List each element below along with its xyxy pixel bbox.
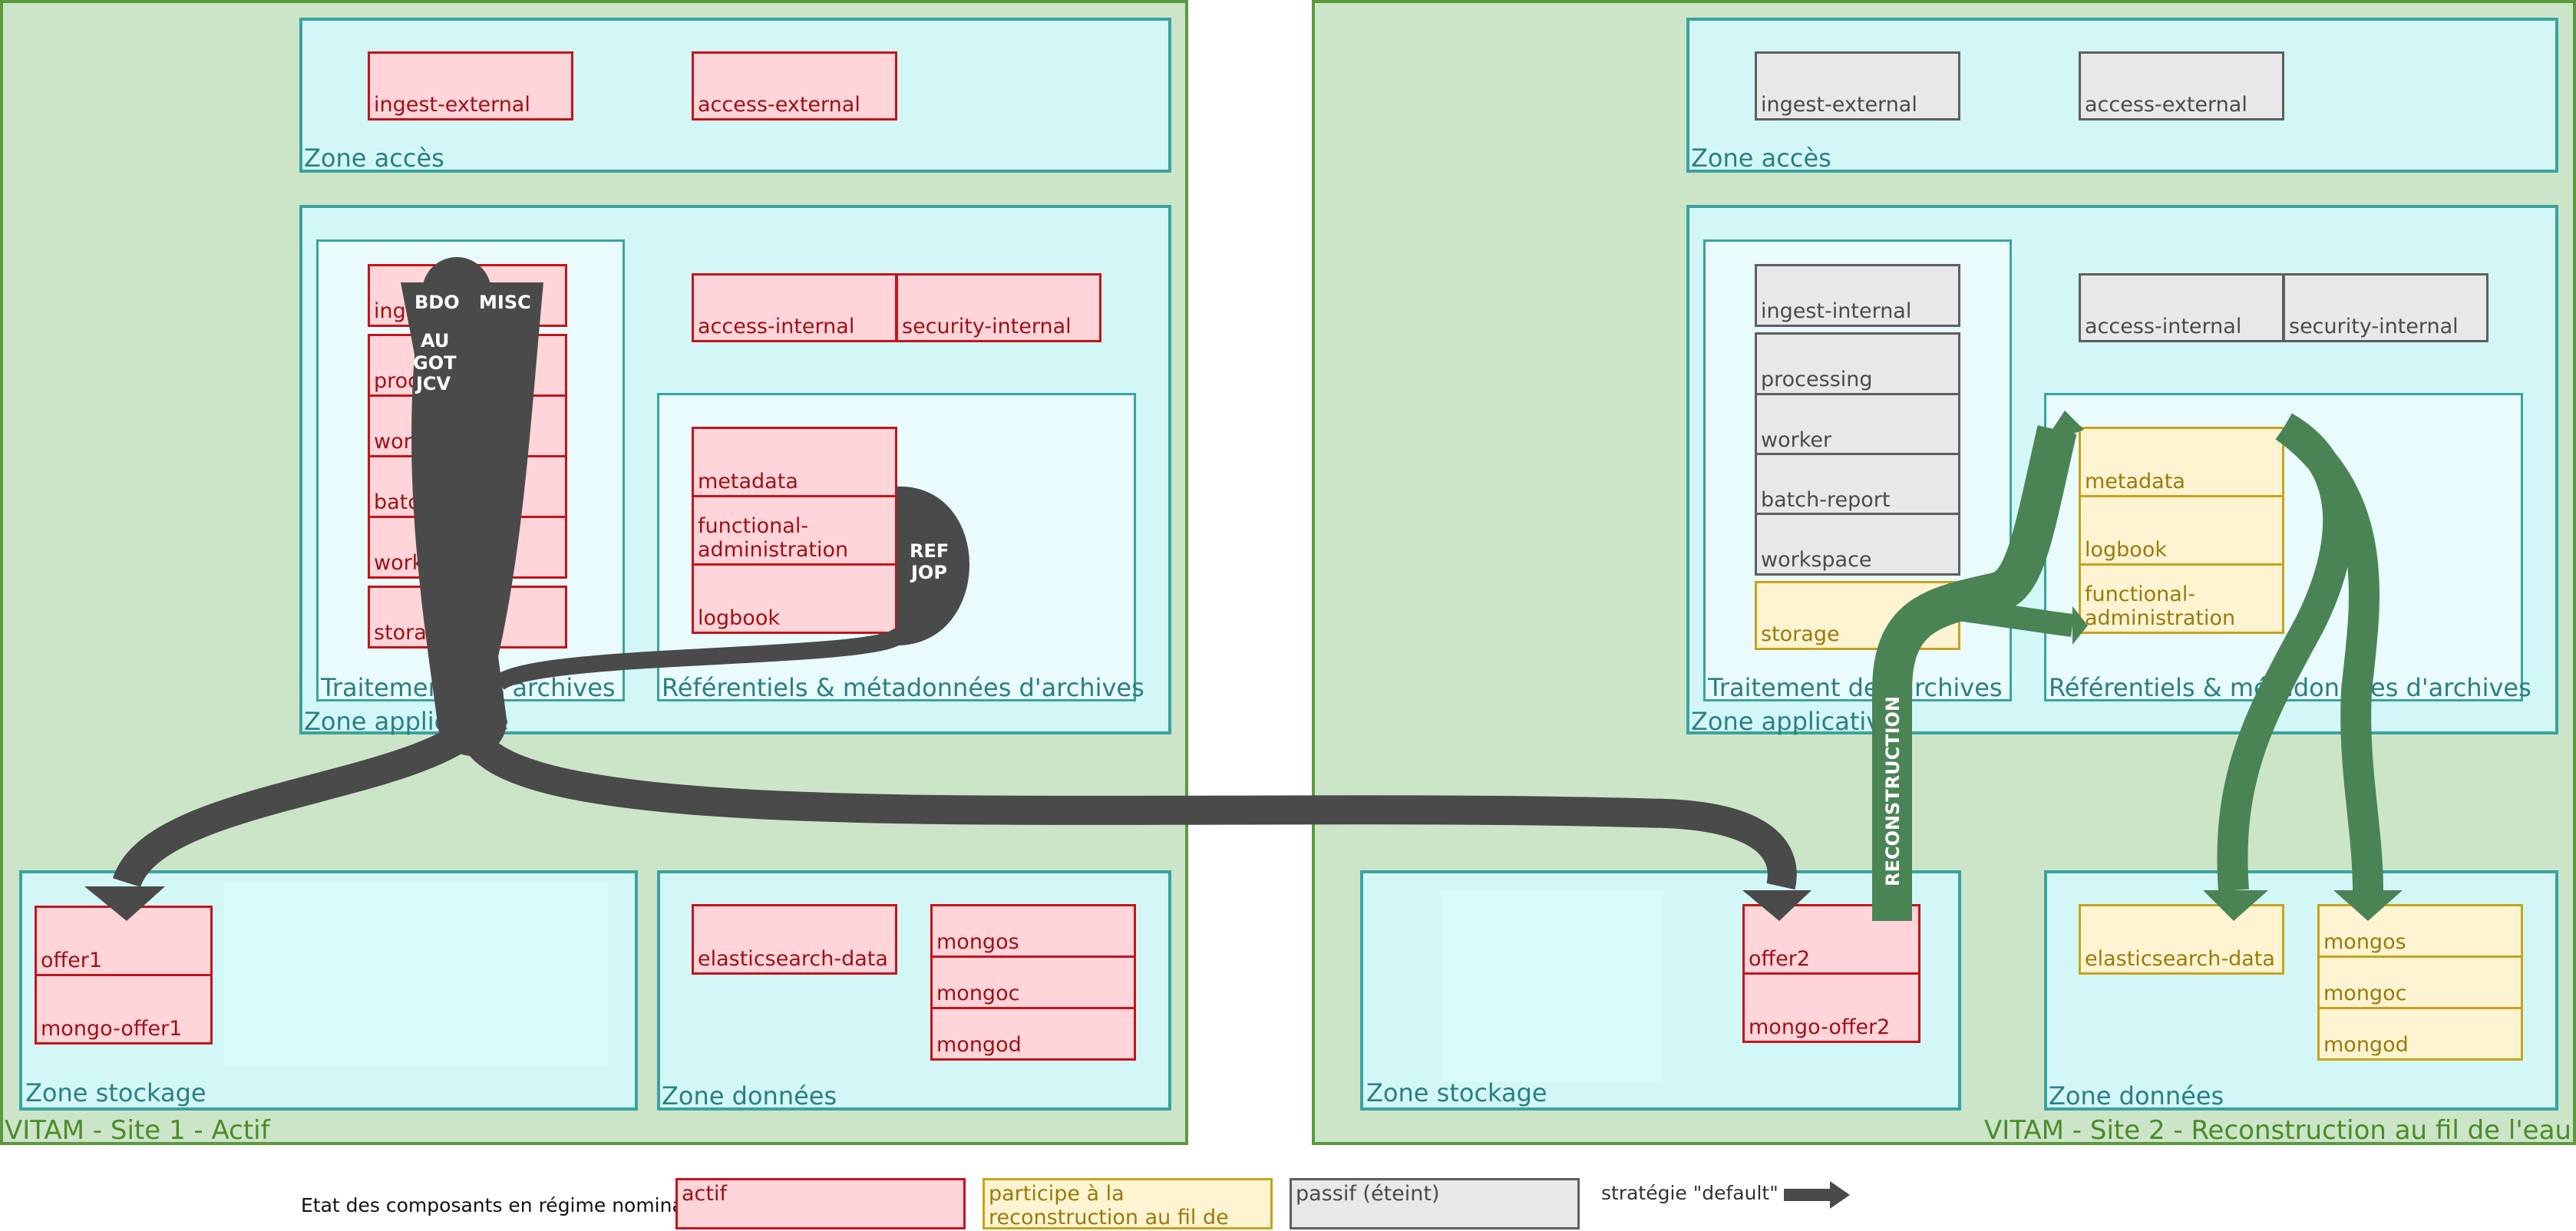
site-1-zone-applicative-label: Zone applicative (304, 707, 509, 736)
site-2-offer: offer2 (1742, 904, 1920, 975)
site-2-ingest-internal: ingest-internal (1755, 264, 1960, 327)
legend-actif: actif (675, 1178, 966, 1229)
site-2-processing: processing (1755, 332, 1960, 395)
legend-reconstruction: participe à la reconstruction au fil de … (983, 1178, 1273, 1229)
site-2-mongo-offer: mongo-offer2 (1742, 972, 1920, 1043)
site-2-storage: storage (1755, 581, 1960, 650)
site-2-mongoc: mongoc (2317, 955, 2523, 1009)
site-1-processing: processing (368, 334, 567, 397)
site-2-zone-applicative-label: Zone applicative (1691, 707, 1896, 736)
site-1-batch-report: batch-report (368, 455, 567, 518)
site-2-mongos: mongos (2317, 904, 2523, 958)
site-2-title: VITAM - Site 2 - Reconstruction au fil d… (1983, 1115, 2571, 1146)
site-1-stockage-inner (224, 883, 608, 1067)
site-1-access-internal: access-internal (692, 273, 897, 342)
site-1-title: VITAM - Site 1 - Actif (5, 1115, 270, 1146)
site-2-zone-acces-label: Zone accès (1691, 144, 1831, 173)
site-2-zone-stockage-label: Zone stockage (1366, 1078, 1547, 1107)
site-1-zone-donnees-label: Zone données (662, 1081, 837, 1111)
site-1-mongod: mongod (930, 1007, 1136, 1061)
site-1-zone-acces-label: Zone accès (304, 144, 444, 173)
site-2-batch-report: batch-report (1755, 453, 1960, 516)
site-1-offer: offer1 (35, 906, 213, 976)
site-1-metadata: metadata (692, 427, 897, 497)
site-1-zone-stockage-label: Zone stockage (25, 1078, 206, 1107)
site-2-access-internal: access-internal (2079, 273, 2284, 342)
site-1-mongo-offer: mongo-offer1 (35, 974, 213, 1045)
site-2-ingest-external: ingest-external (1755, 51, 1960, 120)
site-1-functional-administration: functional-administration (692, 495, 897, 566)
site-2-referentiels-label: Référentiels & métadonnées d'archives (2049, 673, 2531, 702)
site-1-elasticsearch-data: elasticsearch-data (692, 904, 897, 975)
site-2-workspace: workspace (1755, 513, 1960, 576)
legend-strategy: stratégie "default" (1601, 1182, 1778, 1204)
site-1-ingest-external: ingest-external (368, 51, 573, 120)
site-1-workspace: workspace (368, 516, 567, 579)
site-1-mongoc: mongoc (930, 955, 1136, 1009)
site-2-functional-administration: functional-administration (2079, 563, 2284, 634)
site-2-zone-donnees-label: Zone données (2049, 1081, 2224, 1111)
site-1-ingest-internal: ingest-internal (368, 264, 567, 327)
site-1-traitement-label: Traitement des archives (321, 673, 616, 702)
site-2-access-external: access-external (2079, 51, 2284, 120)
site-1-logbook: logbook (692, 563, 897, 634)
site-2-worker: worker (1755, 393, 1960, 456)
site-1-worker: worker (368, 394, 567, 457)
legend-strategy-arrow-icon (1784, 1181, 1850, 1209)
site-2-elasticsearch-data: elasticsearch-data (2079, 904, 2284, 975)
legend-title: Etat des composants en régime nominal : (301, 1194, 702, 1216)
site-2-logbook: logbook (2079, 495, 2284, 566)
site-2-mongod: mongod (2317, 1007, 2523, 1061)
legend-passif: passif (éteint) (1290, 1178, 1580, 1229)
site-2-stockage-inner (1441, 890, 1663, 1082)
site-1-security-internal: security-internal (896, 273, 1101, 342)
site-2-security-internal: security-internal (2283, 273, 2488, 342)
site-1-access-external: access-external (692, 51, 897, 120)
site-1-storage: storage (368, 586, 567, 649)
site-2-metadata: metadata (2079, 427, 2284, 497)
site-2-traitement-label: Traitement des archives (1708, 673, 2003, 702)
site-1-mongos: mongos (930, 904, 1136, 958)
site-1-referentiels-label: Référentiels & métadonnées d'archives (662, 673, 1144, 702)
